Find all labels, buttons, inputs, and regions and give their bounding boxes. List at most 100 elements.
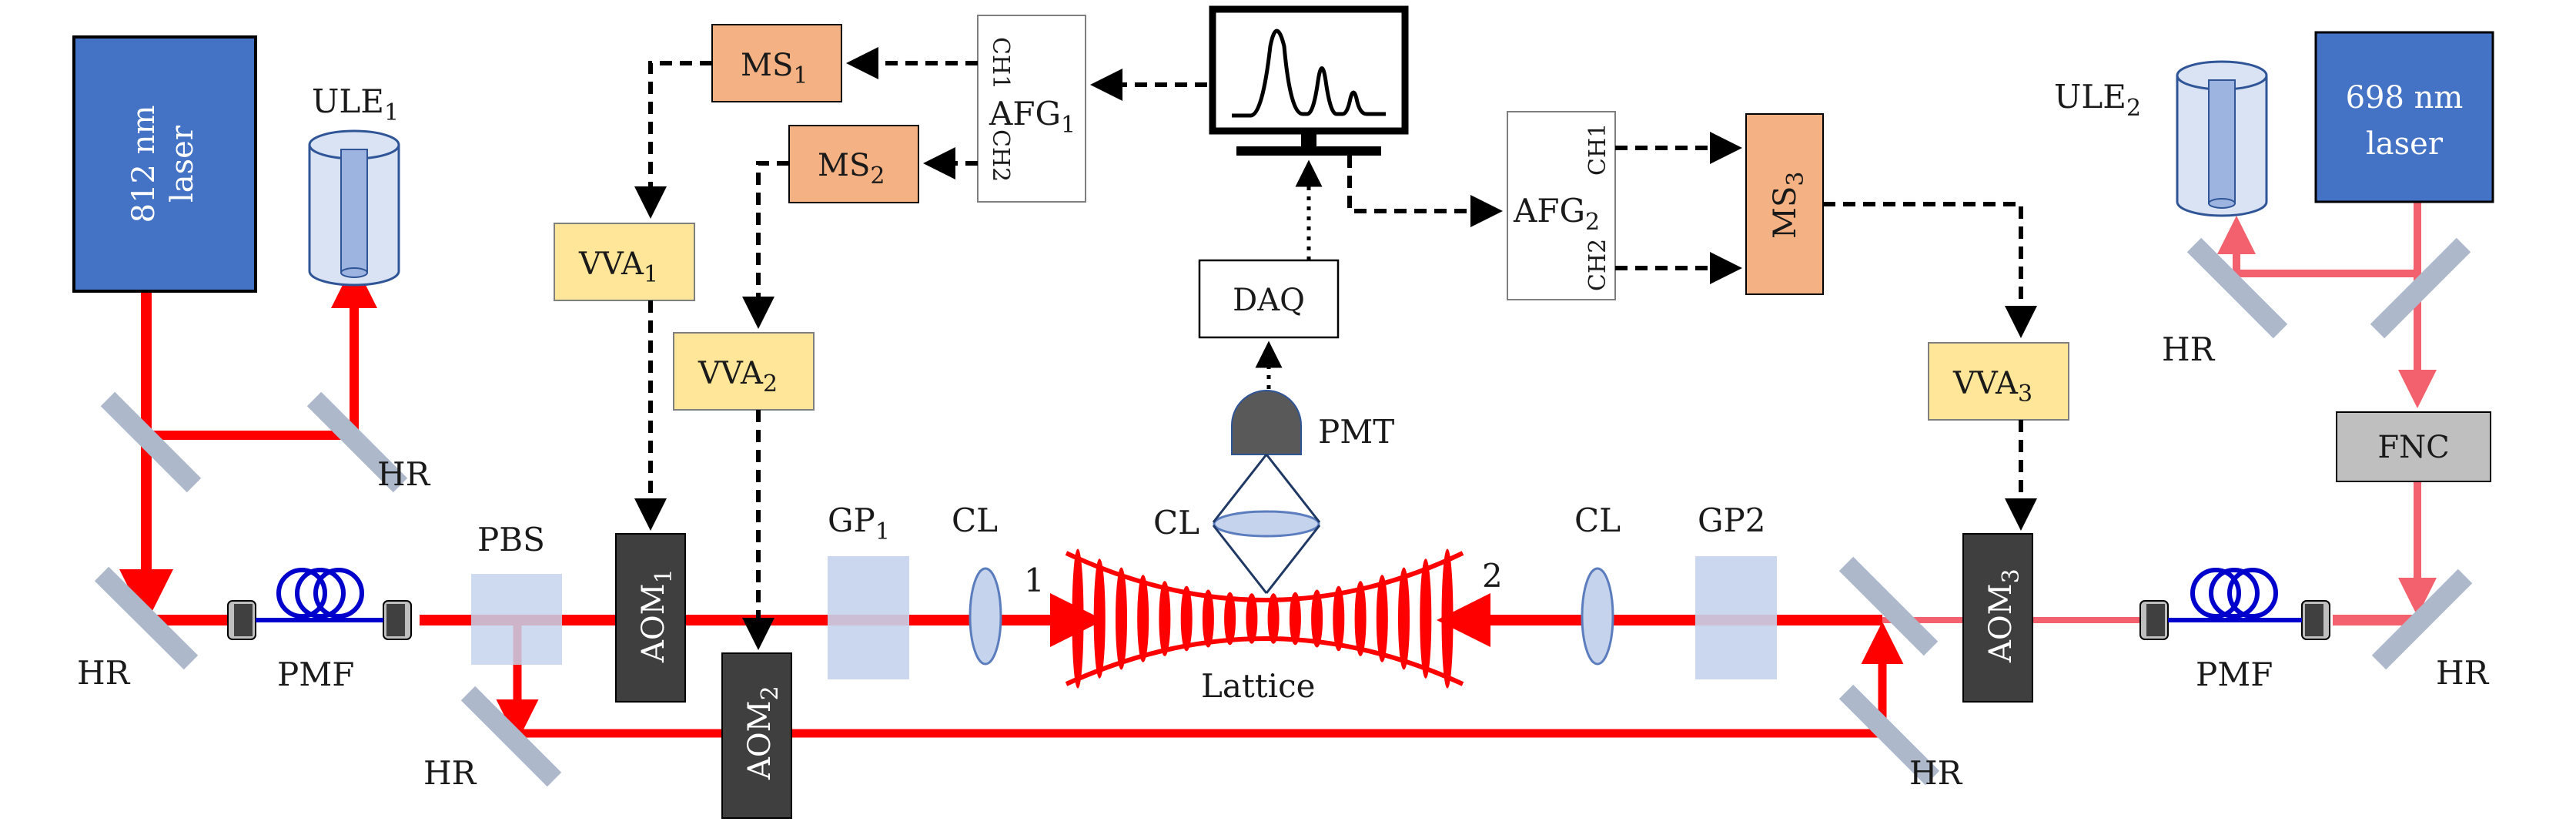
laser-812-line1: 812 nm bbox=[126, 106, 162, 223]
afg1-ch2: CH2 bbox=[987, 129, 1014, 182]
ule2-sub: 2 bbox=[2126, 95, 2141, 122]
hr-mirror-2 bbox=[306, 391, 408, 493]
ule1-sub: 1 bbox=[384, 99, 399, 126]
svg-text:VVA1: VVA1 bbox=[578, 246, 658, 288]
cl-label-top: CL bbox=[1153, 504, 1199, 542]
laser-698-box: 698 nm laser bbox=[2314, 31, 2494, 203]
fnc-box: FNC bbox=[2336, 411, 2491, 482]
hr-mirror-3 bbox=[94, 566, 199, 670]
beam-2-label: 2 bbox=[1482, 557, 1503, 595]
ule2-cavity: ULE2 bbox=[2054, 60, 2268, 217]
svg-text:VVA3: VVA3 bbox=[1952, 366, 2032, 407]
lattice-fringe bbox=[1441, 548, 1454, 689]
lattice-fringe bbox=[1354, 581, 1367, 656]
ule2-label: ULE bbox=[2054, 78, 2126, 116]
aom2-box: AOM2 bbox=[721, 652, 792, 819]
svg-text:AFG2: AFG2 bbox=[1513, 192, 1600, 236]
lattice-fringe bbox=[1267, 593, 1280, 644]
hr-label-6: HR bbox=[2436, 654, 2490, 692]
pmf-label-left: PMF bbox=[277, 656, 354, 693]
vva1-box: VVA1 bbox=[554, 223, 695, 301]
lattice-fringe bbox=[1398, 567, 1410, 670]
svg-text:AFG1: AFG1 bbox=[989, 95, 1076, 139]
hr-label-4: HR bbox=[1909, 754, 1963, 792]
pmt-signal-lines bbox=[1255, 159, 1323, 389]
ms3-box: MS3 bbox=[1745, 113, 1824, 295]
beam-1-label: 1 bbox=[1024, 562, 1045, 599]
aom2-label: AOM bbox=[742, 700, 778, 780]
ms1-label: MS bbox=[741, 48, 793, 83]
cl-lens-right: CL bbox=[1574, 501, 1621, 666]
pmf-fiber-right: PMF bbox=[2139, 568, 2330, 693]
lattice-fringe bbox=[1333, 585, 1345, 652]
daq-label: DAQ bbox=[1233, 283, 1305, 318]
laser-698-line2: laser bbox=[2366, 126, 2444, 162]
afg1-ch1: CH1 bbox=[987, 37, 1014, 89]
hr-mirror-6 bbox=[1838, 684, 1940, 786]
optical-lattice: Lattice bbox=[1065, 548, 1464, 705]
daq-box: DAQ bbox=[1198, 259, 1340, 339]
ule1-cavity: ULE1 bbox=[308, 82, 400, 287]
oscilloscope-trace-icon bbox=[1232, 29, 1386, 118]
signal-ms2-to-vva2 bbox=[742, 161, 789, 329]
lattice-fringe bbox=[1376, 575, 1388, 662]
vva2-box: VVA2 bbox=[673, 332, 815, 411]
pmf-label-right: PMF bbox=[2196, 656, 2273, 693]
afg2-sub: 2 bbox=[1585, 209, 1600, 236]
svg-text:AOM1: AOM1 bbox=[636, 568, 677, 663]
svg-text:MS2: MS2 bbox=[818, 148, 885, 189]
vva3-sub: 3 bbox=[2018, 381, 2032, 407]
svg-text:MS1: MS1 bbox=[741, 48, 808, 89]
ms3-sub: 3 bbox=[1782, 172, 1809, 186]
svg-text:MS3: MS3 bbox=[1768, 172, 1809, 239]
svg-text:ULE1: ULE1 bbox=[312, 82, 399, 126]
lattice-fringe bbox=[1093, 558, 1106, 679]
ule1-label: ULE bbox=[312, 82, 384, 120]
ms2-sub: 2 bbox=[870, 163, 885, 189]
pbs-cube: PBS bbox=[471, 521, 562, 665]
vva1-sub: 1 bbox=[644, 261, 658, 288]
gp1-plate: GP1 bbox=[828, 501, 909, 679]
pmt-detector: PMT bbox=[1212, 390, 1394, 594]
lattice-fringes bbox=[1072, 548, 1454, 689]
laser-812-line2: laser bbox=[165, 125, 200, 203]
cl-label-right: CL bbox=[1574, 501, 1621, 539]
laser-812-box: 812 nm laser bbox=[72, 35, 257, 293]
hr-mirror-8 bbox=[2370, 237, 2471, 339]
vva1-label: VVA bbox=[578, 246, 644, 282]
lattice-fringe bbox=[1311, 589, 1323, 648]
ms2-box: MS2 bbox=[788, 125, 919, 203]
fnc-label: FNC bbox=[2377, 430, 2449, 465]
lattice-fringe bbox=[1180, 585, 1193, 652]
signal-ms3-to-vva3 bbox=[1823, 202, 2037, 338]
gp2-plate: GP2 bbox=[1695, 501, 1777, 679]
aom2-sub: 2 bbox=[757, 686, 784, 700]
lattice-fringe bbox=[1289, 592, 1301, 646]
afg2-ch2: CH2 bbox=[1584, 239, 1611, 291]
hr-label-5: HR bbox=[2162, 330, 2216, 368]
svg-text:VVA2: VVA2 bbox=[698, 356, 778, 397]
cl-lens-top: CL bbox=[1153, 504, 1320, 542]
afg2-ch1: CH1 bbox=[1584, 123, 1611, 176]
signal-ms1-to-vva1 bbox=[634, 61, 712, 219]
pbs-label: PBS bbox=[477, 521, 545, 558]
monitor bbox=[1209, 5, 1409, 156]
afg1-box: AFG1 CH1 CH2 bbox=[977, 15, 1086, 203]
ms3-label: MS bbox=[1768, 186, 1803, 239]
lattice-fringe bbox=[1202, 589, 1214, 648]
vva2-sub: 2 bbox=[763, 371, 778, 397]
lattice-fringe bbox=[1072, 548, 1084, 689]
beam-812nm bbox=[119, 262, 1904, 742]
vva2-label: VVA bbox=[698, 356, 764, 391]
lattice-fringe bbox=[1116, 567, 1127, 670]
pmf-fiber-left: PMF bbox=[227, 568, 412, 693]
svg-text:GP1: GP1 bbox=[828, 501, 890, 545]
afg1-label: AFG bbox=[989, 95, 1061, 132]
aom3-label: AOM bbox=[1983, 583, 2019, 663]
hr-mirror-4 bbox=[460, 686, 562, 787]
aom3-box: AOM3 bbox=[1962, 533, 2033, 703]
lattice-fringe bbox=[1420, 558, 1432, 679]
hr-label-1: HR bbox=[377, 455, 431, 493]
signal-monitor-to-afg2 bbox=[1347, 156, 1503, 227]
